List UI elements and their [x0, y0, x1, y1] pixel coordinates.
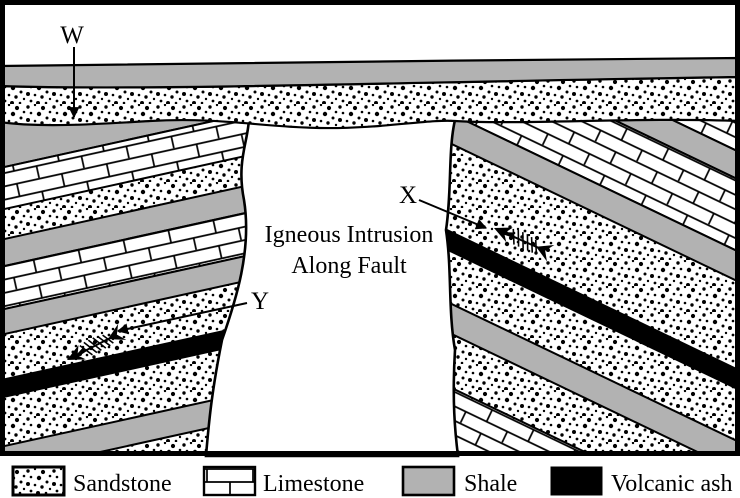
- limestone-layer: [0, 207, 266, 312]
- legend-label-shale: Shale: [464, 471, 517, 497]
- marker-x-arrow: [418, 199, 488, 230]
- legend: Sandstone Limestone Shale Volcanic ash: [11, 465, 733, 497]
- volcanic-ash-layer: [0, 320, 266, 399]
- horizontal-shale-layer: [0, 56, 740, 89]
- intrusion-label-line1: Igneous Intrusion: [265, 222, 434, 248]
- limestone-layer: [436, 379, 596, 456]
- limestone-layer: [436, 98, 740, 254]
- limestone-layer: [0, 108, 266, 212]
- right-fault-block-strata: [436, 98, 740, 456]
- legend-swatch-limestone: [202, 465, 257, 497]
- legend-swatch-sandstone: [11, 465, 66, 497]
- legend-swatch-volcanic-ash: [550, 466, 603, 496]
- marker-w-label: W: [60, 22, 84, 49]
- marker-y-arrow: [116, 302, 248, 335]
- shale-layer: [0, 250, 266, 337]
- shale-layer: [436, 105, 740, 284]
- legend-label-limestone: Limestone: [263, 471, 364, 497]
- intrusion-label-line2: Along Fault: [291, 253, 407, 279]
- marker-x-label: X: [399, 182, 417, 209]
- left-fault-block-strata: [0, 98, 266, 456]
- shale-layer: [0, 180, 266, 269]
- shale-layer: [436, 295, 740, 456]
- legend-swatch-shale: [401, 465, 456, 497]
- legend-label-sandstone: Sandstone: [73, 471, 172, 497]
- legend-label-volcanic-ash: Volcanic ash: [611, 471, 733, 497]
- marker-y-label: Y: [251, 288, 269, 315]
- diagram-frame: [0, 0, 740, 456]
- igneous-intrusion-body: [204, 115, 460, 458]
- shale-layer: [0, 387, 266, 456]
- volcanic-ash-layer: [436, 223, 740, 392]
